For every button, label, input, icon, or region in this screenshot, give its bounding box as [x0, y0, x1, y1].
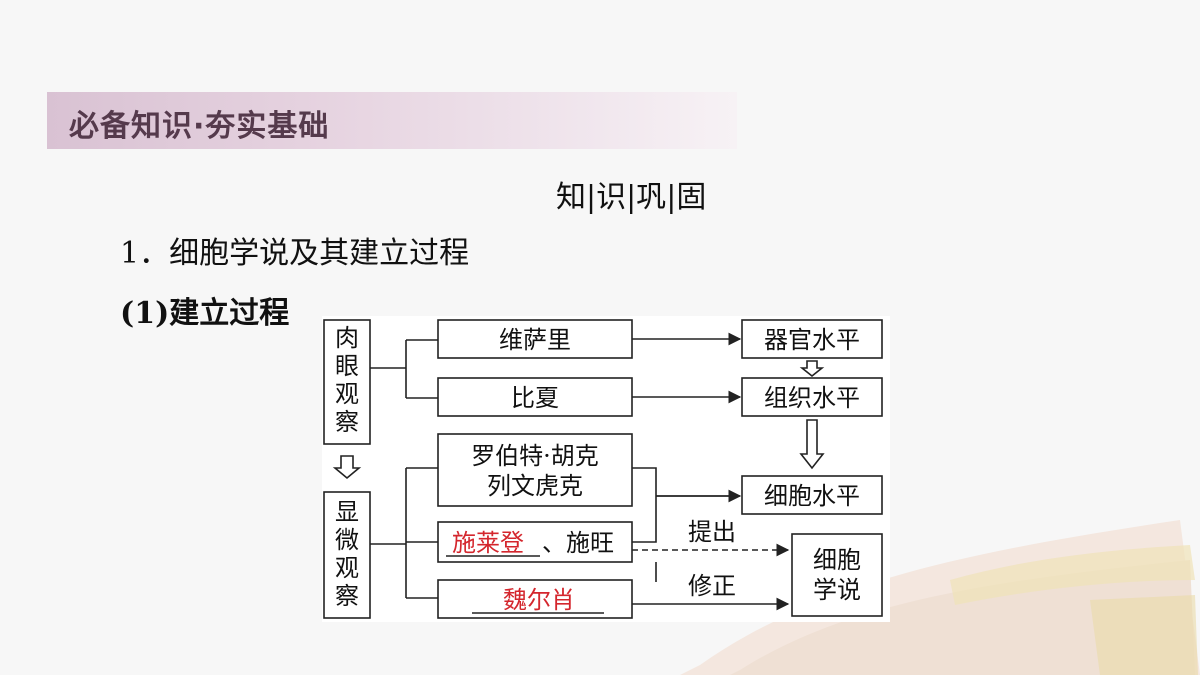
naked-eye-char-4: 察 [335, 408, 359, 436]
cell-theory-label-line1: 细胞 [813, 546, 861, 574]
virchow-box [437, 579, 633, 619]
microscope-char-3: 观 [335, 554, 359, 582]
cell-theory-label-line2: 学说 [813, 576, 861, 604]
schleiden-label: 施莱登 [452, 529, 524, 557]
virchow-label: 魏尔肖 [503, 586, 575, 614]
naked-eye-box [323, 319, 371, 445]
microscope-char-2: 微 [335, 526, 359, 554]
organ-level-box [741, 319, 883, 359]
cell-level-box [741, 475, 883, 515]
heading-process: (1)建立过程 [120, 296, 290, 331]
microscope-char-1: 显 [335, 498, 359, 526]
heading-cell-theory: 1．细胞学说及其建立过程 [120, 236, 470, 271]
section-header: 必备知识·夯实基础 [47, 92, 737, 149]
edge-label-revise: 修正 [688, 572, 736, 600]
naked-eye-char-3: 观 [335, 380, 359, 408]
down-hollow-arrow-left [332, 455, 362, 480]
connector-microscope [370, 467, 438, 599]
hooke-label-line2: 列文虎克 [487, 472, 583, 500]
vesalius-label: 维萨里 [499, 326, 571, 354]
naked-eye-char-2: 眼 [335, 352, 359, 380]
cell-theory-flow-diagram: 肉 眼 观 察 显 微 观 察 维萨里 比夏 罗伯特·胡克 列文虎克 施莱登 、… [322, 316, 890, 622]
section-title: 必备知识·夯实基础 [69, 109, 330, 144]
book-decoration [680, 520, 1200, 675]
hooke-label-line1: 罗伯特·胡克 [471, 442, 599, 470]
connector-naked-eye [370, 339, 438, 399]
microscope-char-4: 察 [335, 582, 359, 610]
tissue-level-label: 组织水平 [764, 384, 860, 412]
edge-label-propose: 提出 [688, 518, 736, 546]
subtitle: 知|识|巩|固 [556, 180, 707, 215]
bichat-label: 比夏 [511, 384, 559, 412]
schwann-label: 、施旺 [542, 529, 614, 557]
cell-level-label: 细胞水平 [764, 482, 860, 510]
naked-eye-char-1: 肉 [335, 324, 359, 352]
organ-level-label: 器官水平 [764, 326, 860, 354]
tissue-level-box [741, 377, 883, 417]
down-hollow-arrow-tissue-cell [799, 419, 825, 470]
down-hollow-arrow-organ-tissue [799, 360, 825, 378]
hooke-box [437, 433, 633, 507]
cell-theory-box [791, 533, 883, 617]
microscope-box [323, 491, 371, 619]
